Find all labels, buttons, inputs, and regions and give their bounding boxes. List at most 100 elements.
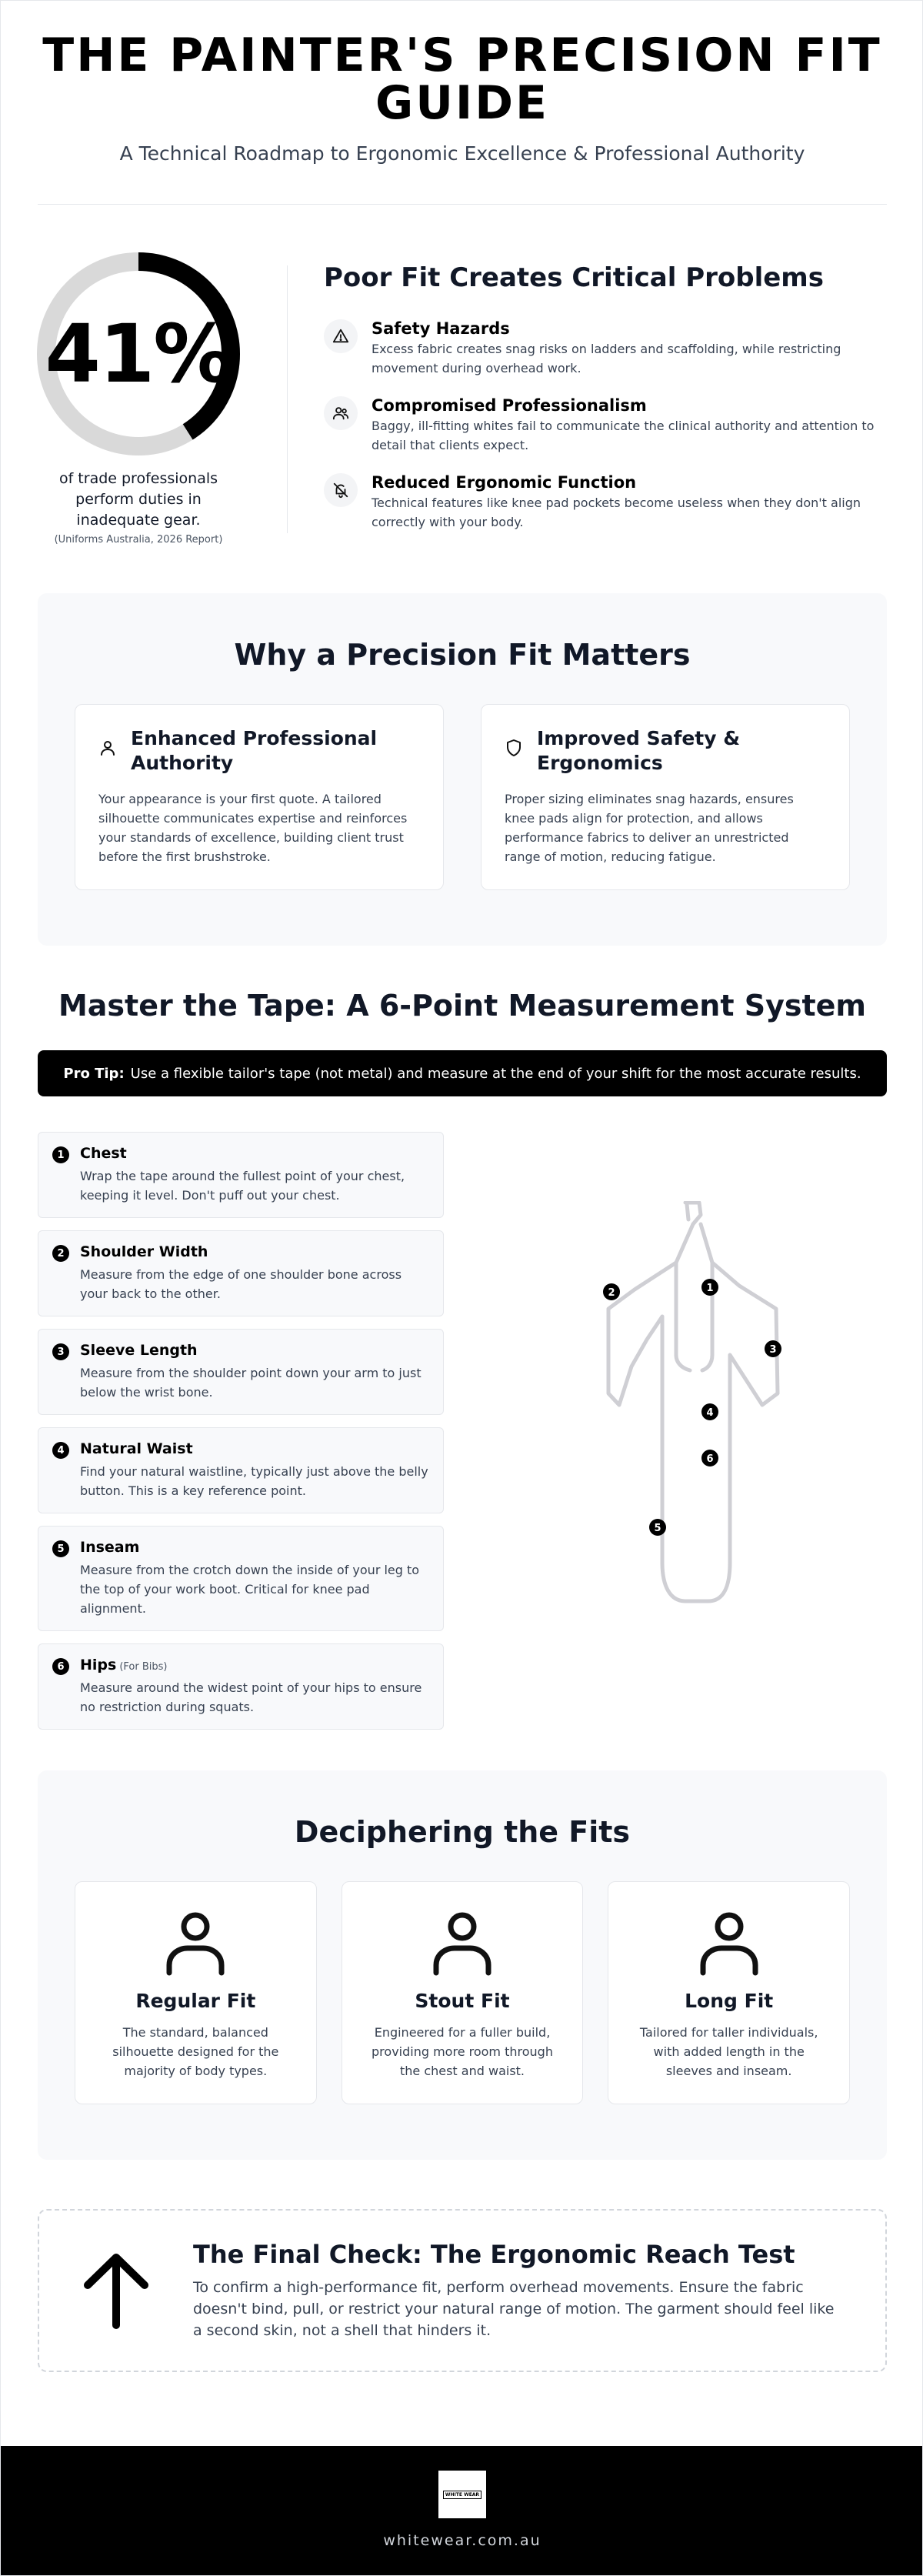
reach-arrow-icon bbox=[39, 2248, 193, 2333]
user-icon bbox=[101, 741, 115, 756]
step-note: (For Bibs) bbox=[119, 1661, 168, 1673]
fit-card-stout: Stout Fit Engineered for a fuller build,… bbox=[341, 1881, 584, 2104]
why-card: Improved Safety & Ergonomics Proper sizi… bbox=[481, 704, 850, 890]
hero: THE PAINTER'S PRECISION FIT GUIDE A Tech… bbox=[1, 28, 922, 165]
step-natural-waist: 4 Natural Waist Find your natural waistl… bbox=[38, 1427, 444, 1513]
fit-card-regular: Regular Fit The standard, balanced silho… bbox=[75, 1881, 317, 2104]
stat-value: 41% bbox=[45, 307, 234, 401]
donut-fill bbox=[37, 252, 240, 455]
marker-3: 3 bbox=[765, 1340, 781, 1357]
svg-text:3: 3 bbox=[769, 1344, 776, 1356]
step-number: 3 bbox=[52, 1343, 69, 1360]
page-subtitle: A Technical Roadmap to Ergonomic Excelle… bbox=[119, 142, 805, 165]
fit-title: Regular Fit bbox=[135, 1990, 256, 2012]
step-title: Sleeve Length bbox=[80, 1342, 198, 1359]
step-text: Find your natural waistline, typically j… bbox=[80, 1464, 428, 1498]
problem-item: Compromised Professionalism Baggy, ill-f… bbox=[324, 396, 893, 455]
step-number: 2 bbox=[52, 1245, 69, 1262]
tape-heading: Master the Tape: A 6-Point Measurement S… bbox=[58, 989, 867, 1023]
page-title: THE PAINTER'S PRECISION FIT GUIDE bbox=[42, 28, 882, 130]
fit-card-long: Long Fit Tailored for taller individuals… bbox=[608, 1881, 851, 2104]
footer-url[interactable]: whitewear.com.au bbox=[383, 2532, 541, 2549]
fit-title: Long Fit bbox=[685, 1990, 774, 2012]
step-chest: 1 Chest Wrap the tape around the fullest… bbox=[38, 1132, 444, 1218]
stat-source: (Uniforms Australia, 2026 Report) bbox=[54, 534, 223, 546]
why-heading: Why a Precision Fit Matters bbox=[234, 638, 691, 672]
fit-text: Tailored for taller individuals, with ad… bbox=[639, 2025, 818, 2078]
marker-4: 4 bbox=[701, 1403, 718, 1420]
step-text: Measure from the shoulder point down you… bbox=[80, 1366, 422, 1400]
step-shoulder-width: 2 Shoulder Width Measure from the edge o… bbox=[38, 1230, 444, 1316]
shield-icon bbox=[507, 739, 521, 756]
person-icon bbox=[166, 1912, 225, 1976]
pro-tip-label: Pro Tip: bbox=[63, 1065, 125, 1082]
fit-text: The standard, balanced silhouette design… bbox=[112, 2025, 279, 2078]
final-check: The Final Check: The Ergonomic Reach Tes… bbox=[38, 2209, 887, 2372]
users-icon bbox=[324, 396, 358, 430]
why-card-title: Enhanced Professional Authority bbox=[131, 727, 378, 774]
why-card: Enhanced Professional Authority Your app… bbox=[75, 704, 444, 890]
marker-2: 2 bbox=[603, 1283, 620, 1300]
step-title: Chest bbox=[80, 1145, 127, 1162]
why-card-title: Improved Safety & Ergonomics bbox=[537, 727, 741, 774]
step-text: Measure around the widest point of your … bbox=[80, 1680, 422, 1714]
figure-markers: 1 2 3 4 6 5 bbox=[603, 1279, 781, 1536]
person-icon bbox=[433, 1912, 491, 1976]
final-text: To confirm a high-performance fit, perfo… bbox=[193, 2279, 835, 2339]
footer: WHITE WEAR whitewear.com.au bbox=[1, 2446, 922, 2575]
step-inseam: 5 Inseam Measure from the crotch down th… bbox=[38, 1526, 444, 1631]
why-card-text: Your appearance is your first quote. A t… bbox=[98, 792, 408, 864]
step-number: 1 bbox=[52, 1146, 69, 1163]
fit-title: Stout Fit bbox=[415, 1990, 510, 2012]
step-title: Shoulder Width bbox=[80, 1243, 208, 1260]
marker-1: 1 bbox=[701, 1279, 718, 1296]
fits-section: Deciphering the Fits Regular Fit The sta… bbox=[38, 1770, 887, 2160]
problem-text: Baggy, ill-fitting whites fail to commun… bbox=[372, 419, 875, 452]
problem-item: Reduced Ergonomic Function Technical fea… bbox=[324, 473, 893, 532]
stat-block: 41% of trade professionals perform dutie… bbox=[35, 250, 242, 546]
step-text: Measure from the crotch down the inside … bbox=[80, 1563, 420, 1616]
vertical-divider bbox=[287, 265, 288, 533]
problem-title: Reduced Ergonomic Function bbox=[372, 473, 637, 492]
donut-chart: 41% bbox=[35, 250, 242, 458]
pro-tip-banner: Pro Tip: Use a flexible tailor's tape (n… bbox=[38, 1050, 887, 1096]
problem-item: Safety Hazards Excess fabric creates sna… bbox=[324, 319, 893, 378]
why-card-text: Proper sizing eliminates snag hazards, e… bbox=[505, 792, 794, 864]
problem-title: Safety Hazards bbox=[372, 319, 510, 338]
donut-svg bbox=[37, 252, 240, 455]
svg-text:6: 6 bbox=[706, 1453, 713, 1465]
stat-caption: of trade professionals perform duties in… bbox=[58, 470, 218, 529]
warning-icon bbox=[324, 319, 358, 353]
svg-text:5: 5 bbox=[654, 1523, 661, 1534]
svg-text:1: 1 bbox=[706, 1283, 713, 1294]
problem-text: Excess fabric creates snag risks on ladd… bbox=[372, 342, 841, 375]
why-section: Why a Precision Fit Matters Enhanced Pro… bbox=[38, 593, 887, 946]
step-title: Natural Waist bbox=[80, 1440, 193, 1457]
svg-text:2: 2 bbox=[608, 1287, 615, 1299]
bell-off-icon bbox=[324, 473, 358, 507]
fits-heading: Deciphering the Fits bbox=[294, 1815, 631, 1849]
step-title: Hips bbox=[80, 1657, 117, 1673]
problems-section: Poor Fit Creates Critical Problems Safet… bbox=[324, 262, 893, 532]
divider bbox=[38, 204, 887, 205]
person-icon bbox=[700, 1912, 758, 1976]
problem-text: Technical features like knee pad pockets… bbox=[372, 496, 861, 529]
brand-logo[interactable]: WHITE WEAR bbox=[438, 2471, 486, 2518]
step-text: Wrap the tape around the fullest point o… bbox=[80, 1169, 405, 1203]
step-hips: 6 Hips(For Bibs) Measure around the wide… bbox=[38, 1643, 444, 1730]
problems-heading: Poor Fit Creates Critical Problems bbox=[324, 262, 824, 293]
step-title: Inseam bbox=[80, 1539, 140, 1556]
step-number: 5 bbox=[52, 1540, 69, 1557]
final-heading: The Final Check: The Ergonomic Reach Tes… bbox=[193, 2240, 795, 2269]
measurement-steps: 1 Chest Wrap the tape around the fullest… bbox=[38, 1132, 444, 1742]
problem-title: Compromised Professionalism bbox=[372, 396, 647, 415]
pro-tip-text: Use a flexible tailor's tape (not metal)… bbox=[130, 1065, 861, 1082]
marker-5: 5 bbox=[649, 1519, 666, 1536]
step-sleeve-length: 3 Sleeve Length Measure from the shoulde… bbox=[38, 1329, 444, 1415]
fit-text: Engineered for a fuller build, providing… bbox=[372, 2025, 553, 2078]
step-number: 4 bbox=[52, 1442, 69, 1459]
step-text: Measure from the edge of one shoulder bo… bbox=[80, 1267, 402, 1301]
garment-outline: 1 2 3 4 6 5 bbox=[603, 1200, 781, 1603]
measurement-figure: 1 2 3 4 6 5 bbox=[585, 1200, 816, 1663]
